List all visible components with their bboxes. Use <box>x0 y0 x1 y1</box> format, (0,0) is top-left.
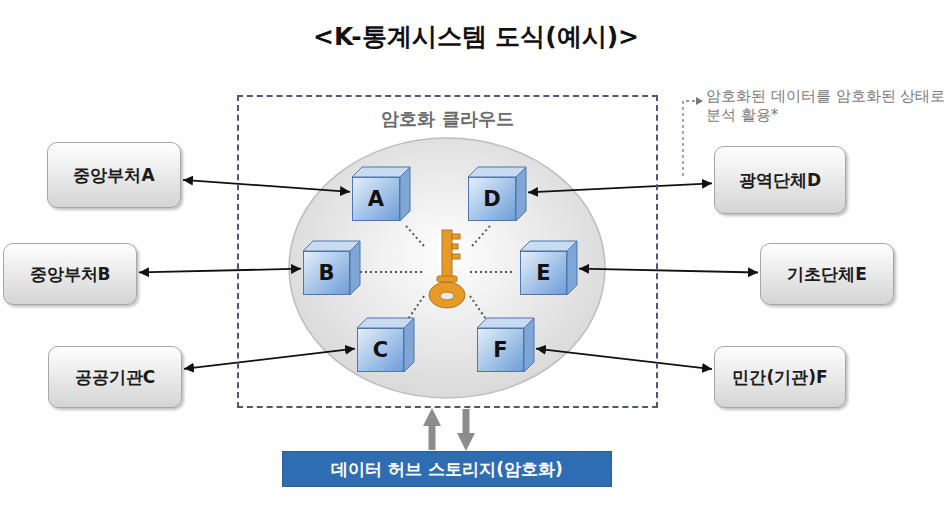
link-arrow <box>183 180 350 192</box>
data-cube: B <box>303 251 350 295</box>
link-arrow <box>184 349 355 369</box>
key-symbol <box>429 230 465 308</box>
cube-side <box>524 318 534 372</box>
node-label: A <box>368 187 384 211</box>
flow-arrow <box>429 426 436 450</box>
node-label: 광역단체D <box>739 169 821 192</box>
callout-leader <box>683 97 703 176</box>
agency-box: 기초단체E <box>760 243 894 305</box>
data-cube: C <box>357 328 404 372</box>
cube-side <box>350 241 360 295</box>
data-cube: A <box>352 177 400 221</box>
link-arrow <box>579 269 758 273</box>
link-arrow <box>528 183 712 192</box>
node-label: 중앙부처A <box>73 164 154 187</box>
diagram-title: <K-통계시스템 도식(예시)> <box>0 20 952 53</box>
data-cube: E <box>520 251 567 295</box>
link-arrow <box>139 269 301 273</box>
key-links <box>360 226 514 322</box>
cube-side <box>516 167 526 221</box>
node-label: C <box>373 338 388 362</box>
node-label: 민간(기관)F <box>732 366 827 389</box>
node-label: 중앙부처B <box>30 263 111 286</box>
node-label: B <box>318 261 334 285</box>
cloud-region: 암호화 클라우드 A D B E C F <box>237 95 658 408</box>
cube-side <box>404 318 414 372</box>
node-label: E <box>536 261 550 285</box>
node-label: 기초단체E <box>787 263 867 286</box>
node-label: F <box>493 338 507 362</box>
data-cube: F <box>477 328 524 372</box>
node-label: 공공기관C <box>75 366 155 389</box>
agency-box: 중앙부처A <box>47 142 181 208</box>
agency-box: 민간(기관)F <box>714 346 846 408</box>
data-cube: D <box>468 177 516 221</box>
storage-bar: 데이터 허브 스토리지(암호화) <box>282 451 612 487</box>
flow-arrow <box>463 409 470 433</box>
cloud-circle <box>289 138 605 398</box>
cube-side <box>400 167 410 221</box>
region-heading: 암호화 클라우드 <box>381 107 513 131</box>
node-label: D <box>483 187 500 211</box>
cube-side <box>567 241 577 295</box>
agency-box: 중앙부처B <box>3 243 137 305</box>
callout-note: 암호화된 데이터를 암호화된 상태로 분석 활용* <box>706 87 950 125</box>
node-label: 데이터 허브 스토리지(암호화) <box>331 458 562 481</box>
agency-box: 광역단체D <box>714 146 846 214</box>
link-arrow <box>536 349 712 370</box>
agency-box: 공공기관C <box>48 346 182 408</box>
